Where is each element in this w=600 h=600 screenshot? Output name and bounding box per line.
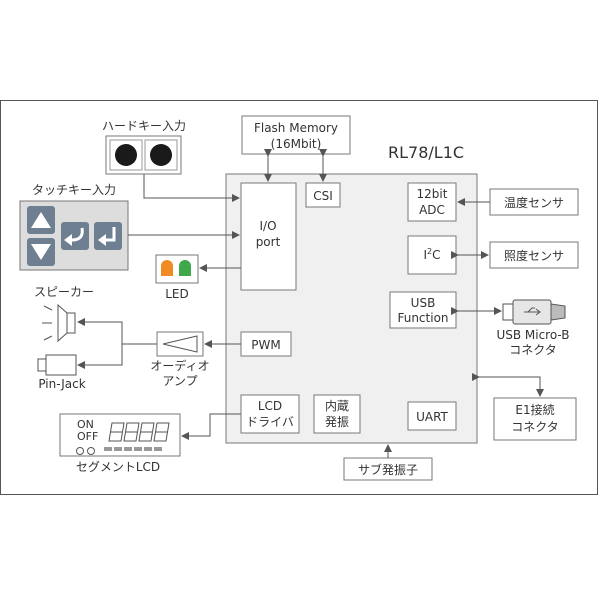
i2c-sup: 2 bbox=[427, 247, 432, 256]
segment-bar-1 bbox=[104, 447, 112, 451]
return-left-head bbox=[64, 234, 72, 246]
split-to-pinjack-line bbox=[77, 344, 123, 369]
segment-bar-3 bbox=[124, 447, 132, 451]
csi-box bbox=[305, 182, 341, 208]
arrow-up-icon bbox=[31, 212, 51, 228]
pwm-label: PWM bbox=[251, 338, 280, 352]
led-green-icon bbox=[179, 260, 191, 276]
led-label: LED bbox=[165, 287, 189, 301]
hard-key-label: ハードキー入力 bbox=[102, 119, 186, 133]
touch-key-label: タッチキー入力 bbox=[32, 183, 116, 197]
segment-indicator-2 bbox=[87, 447, 95, 455]
i2c-box bbox=[407, 235, 457, 275]
touch-key-back bbox=[61, 222, 89, 250]
lcd-driver-label-1: LCD bbox=[258, 399, 282, 413]
adc-box bbox=[407, 182, 457, 222]
internal-osc-label-2: 発振 bbox=[325, 415, 349, 429]
adc-label-2: ADC bbox=[419, 203, 445, 217]
flash-memory-label: Flash Memory bbox=[254, 121, 338, 135]
i2c-main: I bbox=[423, 248, 427, 262]
internal-osc-label-1: 内蔵 bbox=[325, 399, 349, 413]
arrow-down-icon bbox=[31, 244, 51, 260]
io-port-box bbox=[240, 182, 297, 291]
temp-sensor-label: 温度センサ bbox=[504, 195, 564, 210]
e1-connector-label-1: E1接続 bbox=[515, 402, 554, 417]
lcd-driver-box bbox=[240, 394, 300, 434]
connection-lines bbox=[77, 149, 544, 458]
segment-digit-2 bbox=[123, 422, 140, 442]
i2c-label: I2C bbox=[423, 247, 440, 262]
pin-jack-tip bbox=[37, 358, 47, 372]
segment-lcd-label: セグメントLCD bbox=[76, 460, 160, 474]
enter-icon bbox=[104, 227, 116, 242]
pwm-box bbox=[240, 331, 292, 357]
audio-amp-label-1: オーディオ bbox=[150, 358, 209, 373]
segment-digit-1 bbox=[108, 422, 125, 442]
segment-digit-4 bbox=[153, 422, 170, 442]
adc-label-1: 12bit bbox=[417, 187, 448, 201]
usb-connector-label-1: USB Micro-B bbox=[496, 328, 569, 342]
speaker-label: スピーカー bbox=[34, 285, 94, 299]
chip-to-e1-line bbox=[472, 373, 544, 397]
lcd-to-segment-line bbox=[181, 413, 241, 440]
uart-box bbox=[407, 401, 457, 431]
uart-label: UART bbox=[416, 410, 448, 424]
csi-label: CSI bbox=[313, 189, 333, 203]
segment-digits bbox=[108, 422, 170, 442]
split-to-speaker-line bbox=[77, 318, 123, 344]
usb-function-label-2: Function bbox=[397, 311, 448, 325]
sub-osc-label: サブ発振子 bbox=[358, 462, 418, 477]
hardkey-to-io-line bbox=[143, 174, 240, 202]
speaker-body bbox=[66, 312, 76, 334]
speaker-cone bbox=[57, 303, 68, 343]
i2c-tail: C bbox=[432, 248, 440, 262]
io-port-label-2: port bbox=[256, 235, 281, 249]
segment-bar-4 bbox=[134, 447, 142, 451]
segment-off-label: OFF bbox=[77, 430, 98, 443]
pin-jack-body bbox=[45, 354, 77, 376]
return-left-icon bbox=[70, 227, 84, 242]
lcd-driver-label-2: ドライバ bbox=[246, 415, 294, 429]
segment-bars bbox=[104, 447, 162, 451]
touch-key-enter bbox=[94, 222, 122, 250]
segment-bar-5 bbox=[144, 447, 152, 451]
hard-key-2-button bbox=[150, 144, 172, 166]
usb-trident-icon bbox=[524, 307, 541, 316]
usb-plug-icon bbox=[502, 299, 566, 325]
light-sensor-label: 照度センサ bbox=[504, 248, 564, 263]
amp-triangle-icon bbox=[162, 335, 198, 353]
flash-memory-box bbox=[241, 115, 351, 155]
usb-function-box bbox=[389, 291, 457, 329]
hard-key-1-button bbox=[115, 144, 137, 166]
sound-wave-1 bbox=[43, 305, 53, 311]
internal-osc-box bbox=[313, 394, 361, 434]
segment-bar-6 bbox=[154, 447, 162, 451]
usb-function-label-1: USB bbox=[411, 296, 436, 310]
usb-plug-tip bbox=[502, 303, 514, 321]
led-orange-icon bbox=[161, 260, 173, 276]
io-port-label-1: I/O bbox=[259, 219, 276, 233]
light-sensor-box bbox=[489, 241, 579, 269]
segment-bar-2 bbox=[114, 447, 122, 451]
sound-wave-3 bbox=[43, 335, 53, 341]
e1-connector-box bbox=[493, 397, 577, 441]
usb-cable bbox=[550, 303, 566, 321]
audio-amp-label-2: アンプ bbox=[162, 374, 197, 388]
e1-connector-label-2: コネクタ bbox=[511, 420, 559, 434]
pin-jack-label: Pin-Jack bbox=[38, 377, 85, 391]
enter-head bbox=[98, 234, 106, 246]
usb-connector-label-2: コネクタ bbox=[509, 343, 557, 357]
segment-indicator-1 bbox=[76, 447, 84, 455]
flash-memory-size: (16Mbit) bbox=[271, 137, 322, 151]
chip-title: RL78/L1C bbox=[388, 143, 464, 162]
segment-digit-3 bbox=[138, 422, 155, 442]
segment-on-label: ON bbox=[77, 418, 94, 431]
